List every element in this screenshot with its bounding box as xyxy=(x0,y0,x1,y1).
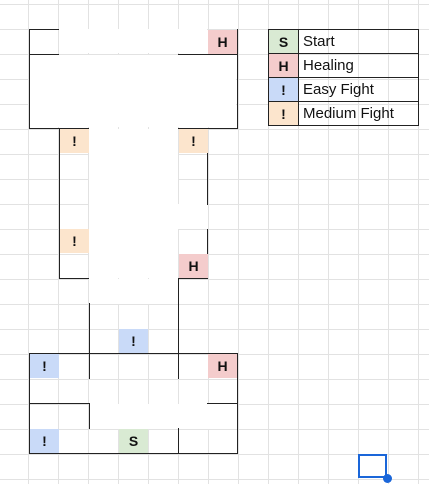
legend-label[interactable]: Easy Fight xyxy=(298,77,419,102)
wall xyxy=(178,428,179,454)
healing-cell[interactable]: H xyxy=(208,354,237,378)
wall xyxy=(59,278,89,279)
wall xyxy=(178,54,238,55)
medium-fight-cell[interactable]: ! xyxy=(179,129,208,153)
wall xyxy=(29,54,59,55)
wall xyxy=(89,303,90,379)
legend-row-easy-fight: ! Easy Fight xyxy=(268,77,419,102)
wall xyxy=(89,403,90,429)
corridor-right-gap xyxy=(178,204,208,229)
cell-selection-box[interactable] xyxy=(358,454,387,478)
wall xyxy=(59,128,60,278)
legend-symbol[interactable]: S xyxy=(268,29,299,54)
wall xyxy=(178,278,208,279)
easy-fight-cell[interactable]: ! xyxy=(30,429,59,453)
wall xyxy=(237,29,238,129)
wall xyxy=(29,403,90,404)
corridor-mid xyxy=(89,279,178,304)
legend-table: S Start H Healing ! Easy Fight ! Medium … xyxy=(268,29,419,126)
wall xyxy=(207,128,208,205)
legend-label[interactable]: Healing xyxy=(298,53,419,78)
corridor-upper xyxy=(89,129,178,278)
legend-row-healing: H Healing xyxy=(268,53,419,78)
wall xyxy=(178,128,238,129)
wall xyxy=(29,29,59,30)
wall xyxy=(29,453,238,454)
room-lower-gap xyxy=(89,404,237,429)
wall xyxy=(207,403,238,404)
easy-fight-cell[interactable]: ! xyxy=(119,329,148,353)
room-upper-interior xyxy=(30,55,236,127)
medium-fight-cell[interactable]: ! xyxy=(60,229,89,253)
wall xyxy=(178,278,179,379)
room-top-gap xyxy=(59,29,207,53)
legend-row-medium-fight: ! Medium Fight xyxy=(268,101,419,126)
legend-label[interactable]: Medium Fight xyxy=(298,101,419,126)
legend-symbol[interactable]: ! xyxy=(268,101,299,126)
start-cell[interactable]: S xyxy=(119,429,148,453)
wall xyxy=(29,29,30,129)
wall xyxy=(29,353,238,354)
legend-symbol[interactable]: ! xyxy=(268,77,299,102)
legend-row-start: S Start xyxy=(268,29,419,54)
healing-cell[interactable]: H xyxy=(179,254,208,278)
healing-cell[interactable]: H xyxy=(208,30,237,54)
legend-symbol[interactable]: H xyxy=(268,53,299,78)
legend-label[interactable]: Start xyxy=(298,29,419,54)
fill-handle[interactable] xyxy=(383,474,392,483)
easy-fight-cell[interactable]: ! xyxy=(30,354,59,378)
medium-fight-cell[interactable]: ! xyxy=(60,129,89,153)
